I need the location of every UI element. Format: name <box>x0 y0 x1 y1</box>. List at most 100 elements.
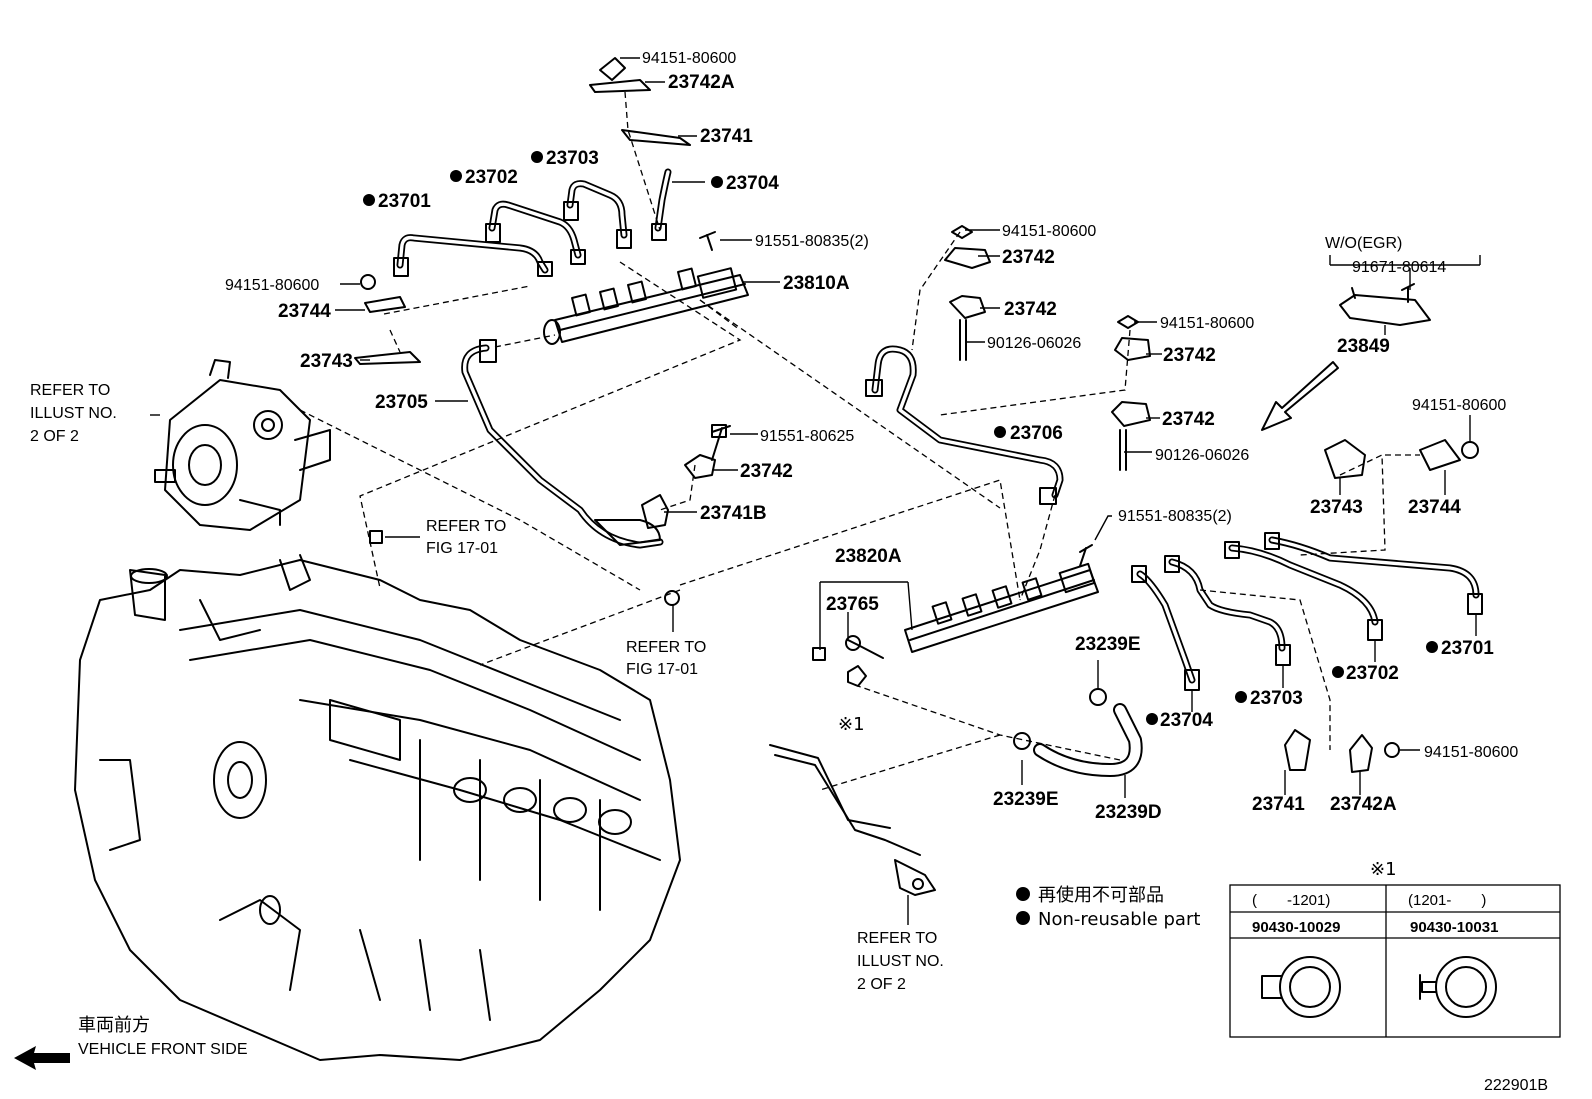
label-23706: 23706 <box>1010 423 1063 444</box>
label-wo-egr: W/O(EGR) <box>1325 235 1402 252</box>
dashed-leaders <box>299 91 1420 791</box>
label-23741-b: 23741 <box>1252 794 1305 815</box>
label-94151-80600-br: 94151-80600 <box>1424 744 1518 761</box>
legend-dot-jp <box>1016 887 1030 901</box>
label-23704-b: 23704 <box>1160 710 1213 731</box>
injection-pipes-left <box>393 168 672 277</box>
ref-fig-b-line2: FIG 17-01 <box>626 661 698 678</box>
non-reusable-dot <box>531 151 543 163</box>
legend: 再使用不可部品 Non-reusable part <box>1016 885 1200 930</box>
label-94151-80600-c1: 94151-80600 <box>1002 223 1096 240</box>
hose-23239D <box>1013 688 1143 777</box>
front-jp: 車両前方 <box>78 1015 150 1036</box>
ref-fig-a-line2: FIG 17-01 <box>426 540 498 557</box>
label-23849: 23849 <box>1337 336 1390 357</box>
leader-lines <box>150 57 1481 925</box>
ref-left-illust-line1: REFER TO <box>30 382 110 399</box>
non-reusable-dot <box>363 194 375 206</box>
label-91551-80835-top: 91551-80835(2) <box>755 233 869 250</box>
label-23703-top: 23703 <box>546 148 599 169</box>
label-94151-80600-r: 94151-80600 <box>1412 397 1506 414</box>
table-col2-part: 90430-10031 <box>1410 919 1498 936</box>
arrow-front-icon <box>14 1046 70 1070</box>
table-note-mark: ※1 <box>1370 859 1397 880</box>
label-23742-c3: 23742 <box>1163 345 1216 366</box>
label-23742A-top: 23742A <box>668 72 735 93</box>
label-23742-c4: 23742 <box>1162 409 1215 430</box>
legend-jp: 再使用不可部品 <box>1038 885 1164 906</box>
label-94151-80600-c2: 94151-80600 <box>1160 315 1254 332</box>
label-23742-mid: 23742 <box>740 461 793 482</box>
right-brackets <box>1284 283 1479 773</box>
label-23744-r: 23744 <box>1408 497 1461 518</box>
engine-block <box>74 554 681 1061</box>
label-23704-top: 23704 <box>726 173 779 194</box>
small-parts-middle <box>354 57 731 606</box>
vehicle-front-indicator: 車両前方 VEHICLE FRONT SIDE <box>14 1015 248 1070</box>
pipe-23705 <box>461 339 664 549</box>
label-23239E-a: 23239E <box>1075 634 1141 655</box>
legend-en: Non-reusable part <box>1038 909 1200 930</box>
ref-bottom-illust-line3: 2 OF 2 <box>857 976 906 993</box>
eye-bolt-fitting-b <box>1419 956 1497 1018</box>
label-23705: 23705 <box>375 392 428 413</box>
non-reusable-dot <box>1426 641 1438 653</box>
assembly-arrow <box>1261 361 1339 431</box>
reference-notes: REFER TO ILLUST NO. 2 OF 2 REFER TO FIG … <box>30 382 944 993</box>
label-94151-80600-top: 94151-80600 <box>642 50 736 67</box>
illustration-id: 222901B <box>1484 1077 1548 1094</box>
non-reusable-dot <box>994 426 1006 438</box>
label-23741-top: 23741 <box>700 126 753 147</box>
label-23744-left: 23744 <box>278 301 331 322</box>
label-90126-06026-c2: 90126-06026 <box>1155 447 1249 464</box>
variant-table: ※1 ( -1201) (1201- ) 90430-10029 90430-1… <box>1229 859 1561 1038</box>
label-23701-b: 23701 <box>1441 638 1494 659</box>
label-23741B: 23741B <box>700 503 767 524</box>
eye-bolt-fitting-a <box>1261 956 1341 1018</box>
pipe-23706 <box>865 345 1064 505</box>
table-col2-header: (1201- ) <box>1408 892 1486 909</box>
label-91671-80614: 91671-80614 <box>1352 259 1446 276</box>
label-23810A: 23810A <box>783 273 850 294</box>
label-94151-80600-left: 94151-80600 <box>225 277 319 294</box>
label-23702-top: 23702 <box>465 167 518 188</box>
ref-fig-b-line1: REFER TO <box>626 639 706 656</box>
ref-left-illust-line2: ILLUST NO. <box>30 405 117 422</box>
note-mark-1: ※1 <box>838 714 865 735</box>
label-23742-c1: 23742 <box>1002 247 1055 268</box>
legend-dot-en <box>1016 911 1030 925</box>
return-pipe <box>769 744 936 896</box>
table-col1-part: 90430-10029 <box>1252 919 1340 936</box>
front-en: VEHICLE FRONT SIDE <box>78 1041 248 1058</box>
non-reusable-dot <box>1332 666 1344 678</box>
ref-bottom-illust-line1: REFER TO <box>857 930 937 947</box>
label-23701-top: 23701 <box>378 191 431 212</box>
table-col1-header: ( -1201) <box>1252 892 1330 909</box>
fuel-rail-upper <box>543 267 749 345</box>
non-reusable-dot <box>1146 713 1158 725</box>
fuel-pump <box>154 359 331 531</box>
label-23742-c2: 23742 <box>1004 299 1057 320</box>
non-reusable-dot <box>450 170 462 182</box>
label-90126-06026-c1: 90126-06026 <box>987 335 1081 352</box>
label-23239E-b: 23239E <box>993 789 1059 810</box>
label-23239D: 23239D <box>1095 802 1162 823</box>
non-reusable-dot <box>1235 691 1247 703</box>
label-23702-b: 23702 <box>1346 663 1399 684</box>
fuel-rail-lower <box>812 544 1099 687</box>
label-23820A: 23820A <box>835 546 902 567</box>
ref-fig-a-line1: REFER TO <box>426 518 506 535</box>
label-23703-b: 23703 <box>1250 688 1303 709</box>
ref-left-illust-line3: 2 OF 2 <box>30 428 79 445</box>
label-23765: 23765 <box>826 594 879 615</box>
injection-pipes-right <box>1131 532 1483 691</box>
part-labels: 94151-80600 23742A 23741 23703 23702 237… <box>225 50 1518 823</box>
label-91551-80625: 91551-80625 <box>760 428 854 445</box>
label-23743-r: 23743 <box>1310 497 1363 518</box>
label-23742A-b: 23742A <box>1330 794 1397 815</box>
label-91551-80835-right: 91551-80835(2) <box>1118 508 1232 525</box>
non-reusable-dot <box>711 176 723 188</box>
label-23743-left: 23743 <box>300 351 353 372</box>
ref-bottom-illust-line2: ILLUST NO. <box>857 953 944 970</box>
